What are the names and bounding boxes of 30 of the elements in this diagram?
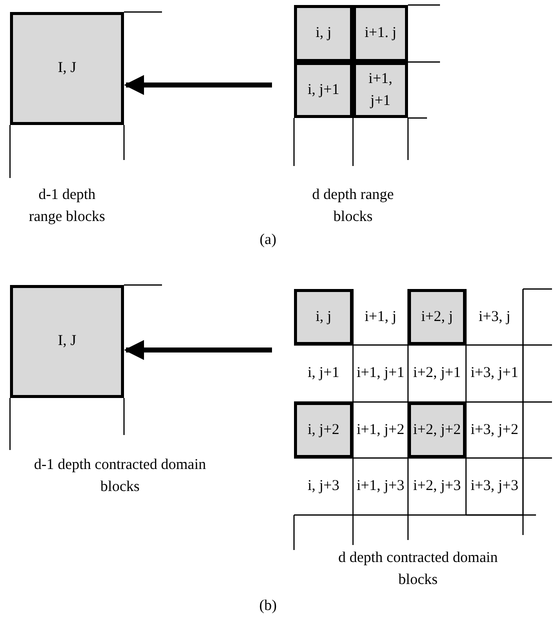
shaded-block: I, J <box>10 12 124 125</box>
shaded-block: i+1, j+1 <box>353 62 408 118</box>
grid-cell: i+1, j+2 <box>353 402 408 458</box>
shaded-block: i+2, j+2 <box>408 402 466 458</box>
grid-cell: i+3, j <box>466 289 523 345</box>
panel-label: (a) <box>258 231 278 250</box>
shaded-block: i, j+2 <box>294 402 353 458</box>
caption: d depth range blocks <box>311 186 395 227</box>
grid-cell: i+3, j+2 <box>466 402 523 458</box>
shaded-block: i+1. j <box>353 5 408 62</box>
shaded-block: i, j <box>294 5 353 62</box>
grid-cell: i, j+1 <box>294 345 353 402</box>
arrow <box>124 340 272 360</box>
shaded-block: i+2, j <box>408 289 466 345</box>
grid-cell: i+1, j <box>353 289 408 345</box>
panel-label: (b) <box>258 597 278 616</box>
caption: d-1 depth contracted domain blocks <box>32 456 208 497</box>
grid-cell: i, j+3 <box>294 458 353 515</box>
shaded-block: i, j+1 <box>294 62 353 118</box>
grid-cell: i+1, j+1 <box>353 345 408 402</box>
shaded-block: I, J <box>10 285 124 398</box>
grid-cell: i+1, j+3 <box>353 458 408 515</box>
shaded-block: i, j <box>294 289 353 345</box>
arrow <box>124 75 272 95</box>
caption: d-1 depth range blocks <box>28 186 106 227</box>
grid-cell: i+2, j+1 <box>408 345 466 402</box>
grid-cell: i+2, j+3 <box>408 458 466 515</box>
caption: d depth contracted domain blocks <box>337 549 499 590</box>
grid-cell: i+3, j+1 <box>466 345 523 402</box>
grid-cell: i+3, j+3 <box>466 458 523 515</box>
